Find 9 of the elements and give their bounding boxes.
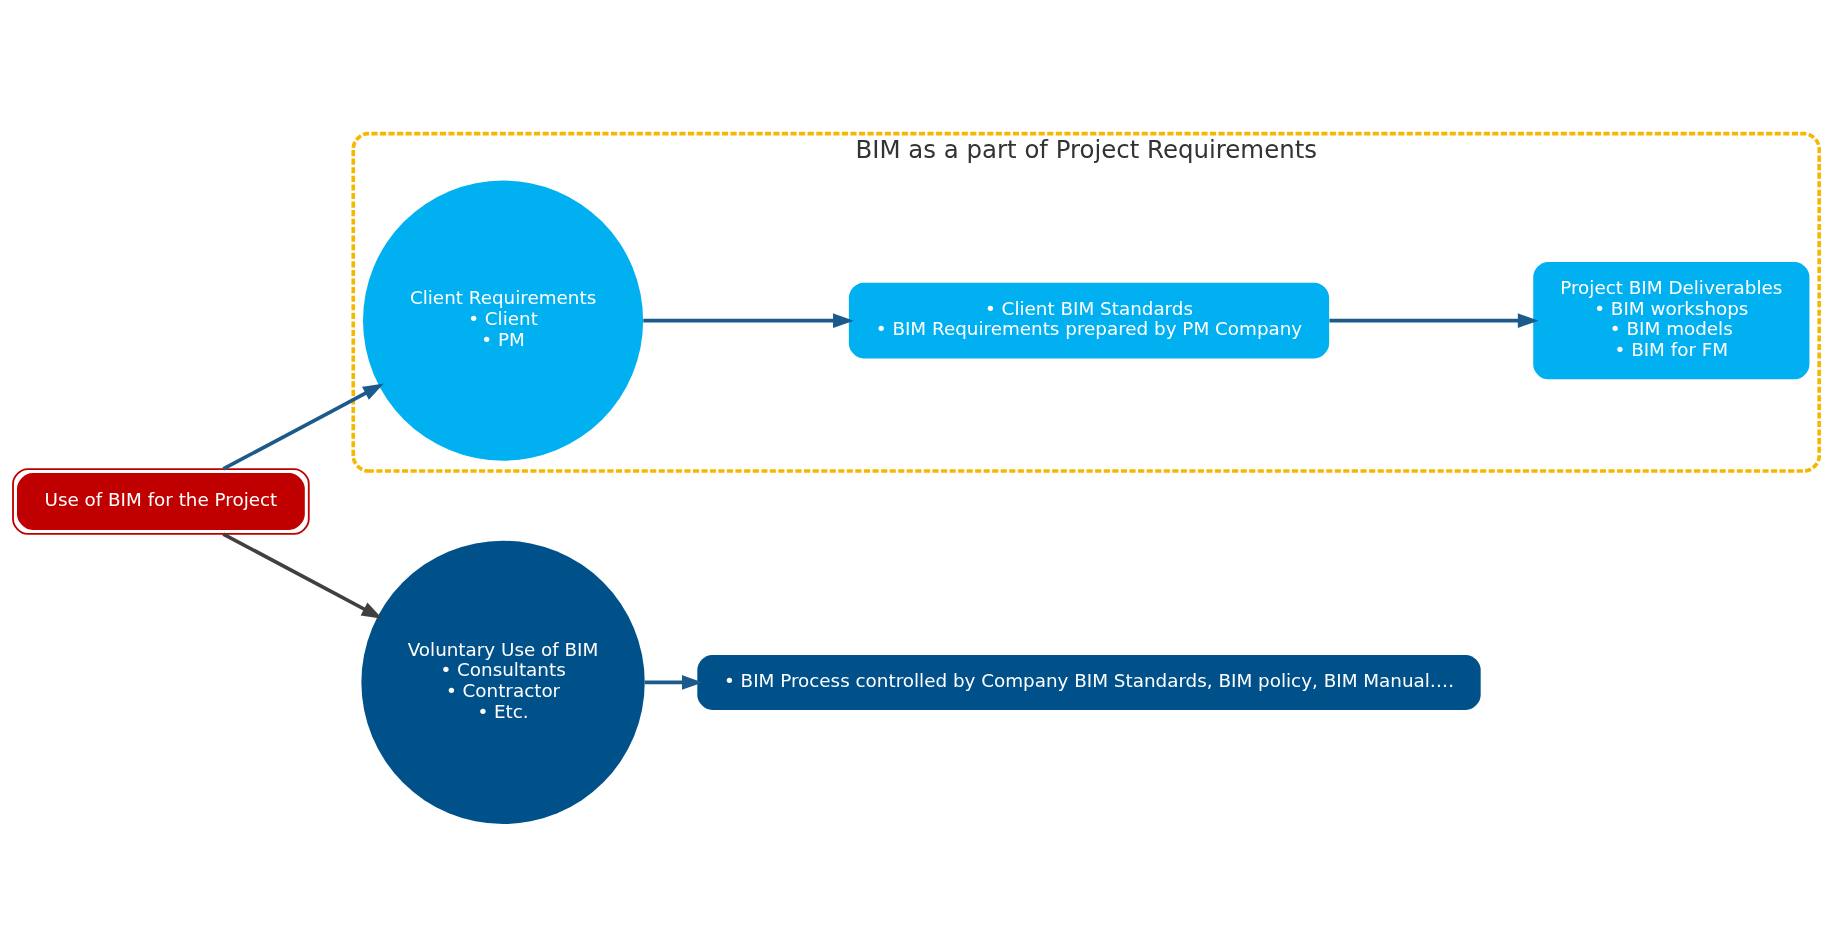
node-box: • Client BIM Standards • BIM Requirements prepared by PM Company [848, 282, 1330, 359]
arrow [222, 383, 384, 471]
arrow [644, 675, 703, 690]
node-box: • BIM Process controlled by Company BIM Standards, BIM policy, BIM Manual…. [697, 654, 1481, 710]
node-box: Project BIM Deliverables • BIM workshops • BIM models • BIM for FM [1533, 262, 1810, 380]
arrow [1329, 313, 1539, 328]
arrow [222, 532, 383, 619]
node-box: Use of BIM for the Project [12, 468, 310, 535]
arrow [643, 313, 854, 328]
